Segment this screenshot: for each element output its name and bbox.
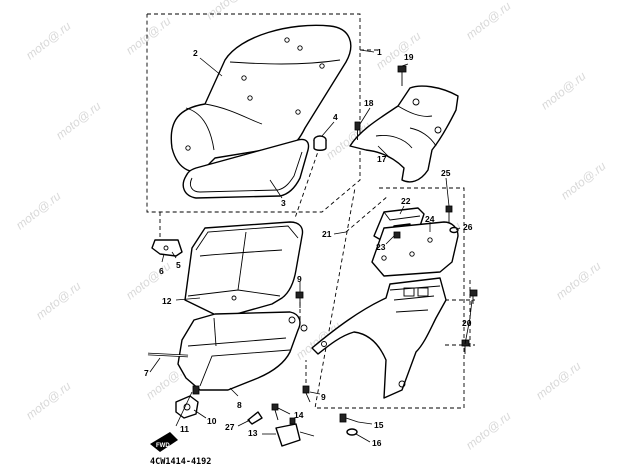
diagram-code: 4CW1414-4192 — [150, 457, 211, 467]
callout-18: 18 — [364, 98, 374, 108]
seat-lock — [175, 385, 200, 419]
bolt-9-upper — [295, 291, 304, 308]
callout-15: 15 — [374, 420, 384, 430]
callout-13: 13 — [248, 428, 258, 438]
bolt-15 — [339, 413, 359, 423]
watermark: moto@.ru — [23, 19, 74, 63]
watermark: moto@.ru — [533, 359, 584, 403]
watermark: moto@.ru — [463, 409, 514, 453]
callout-11: 11 — [180, 424, 189, 434]
bolt-19 — [397, 65, 407, 86]
callout-24: 24 — [425, 214, 435, 224]
callout-22: 22 — [401, 196, 411, 206]
bolt-23 — [393, 231, 401, 239]
callout-14: 14 — [294, 410, 304, 420]
callout-6: 6 — [159, 266, 164, 276]
callout-20: 20 — [462, 318, 472, 328]
callout-12: 12 — [162, 296, 172, 306]
callout-17: 17 — [377, 154, 387, 164]
callout-3: 3 — [281, 198, 286, 208]
watermark: moto@.ru — [553, 259, 604, 303]
shaft — [147, 352, 189, 358]
clip-27 — [247, 411, 263, 425]
helmet-box — [184, 221, 304, 319]
callout-5: 5 — [176, 260, 181, 270]
watermark: moto@.ru — [203, 0, 254, 22]
callout-9a: 9 — [297, 274, 302, 284]
callout-8: 8 — [237, 400, 242, 410]
callout-21: 21 — [322, 229, 332, 239]
watermark: moto@.ru — [558, 159, 609, 203]
lower-housing — [177, 311, 308, 391]
watermark: moto@.ru — [123, 14, 174, 58]
washer-26 — [449, 226, 459, 234]
bolt-9-lower — [302, 385, 311, 403]
callout-23: 23 — [376, 242, 386, 252]
callout-27: 27 — [225, 422, 235, 432]
watermark: moto@.ru — [13, 189, 64, 233]
fwd-label: FWD — [156, 443, 170, 449]
box-bracket — [151, 239, 183, 257]
watermark: moto@.ru — [23, 379, 74, 423]
callout-7: 7 — [144, 368, 149, 378]
bolt-25 — [445, 205, 453, 222]
rear-grab-bracket — [349, 85, 459, 183]
bolt-20-upper — [469, 289, 478, 304]
callout-2: 2 — [193, 48, 198, 58]
callouts: 1 2 3 4 5 6 7 8 9 9 10 11 12 13 14 15 16… — [144, 47, 473, 448]
callout-26: 26 — [463, 222, 473, 232]
leader-lines — [149, 49, 473, 443]
callout-19: 19 — [404, 52, 414, 62]
connector — [275, 417, 315, 447]
callout-1: 1 — [377, 47, 382, 57]
seat-damper — [313, 135, 327, 151]
bolt-14 — [271, 403, 279, 421]
seat — [170, 24, 352, 173]
seat-seal — [182, 138, 310, 199]
callout-25: 25 — [441, 168, 451, 178]
watermark: moto@.ru — [463, 0, 514, 42]
seat-group-box — [146, 13, 378, 213]
callout-16: 16 — [372, 438, 382, 448]
rear-frame — [311, 277, 447, 399]
callout-4: 4 — [333, 112, 338, 122]
bolt-18 — [354, 121, 361, 140]
watermark: moto@.ru — [53, 99, 104, 143]
watermark: moto@.ru — [33, 279, 84, 323]
callout-9b: 9 — [321, 392, 326, 402]
fwd-arrow-icon: FWD — [150, 432, 178, 452]
watermark: moto@.ru — [538, 69, 589, 113]
callout-10: 10 — [207, 416, 217, 426]
washer-16 — [346, 428, 358, 436]
